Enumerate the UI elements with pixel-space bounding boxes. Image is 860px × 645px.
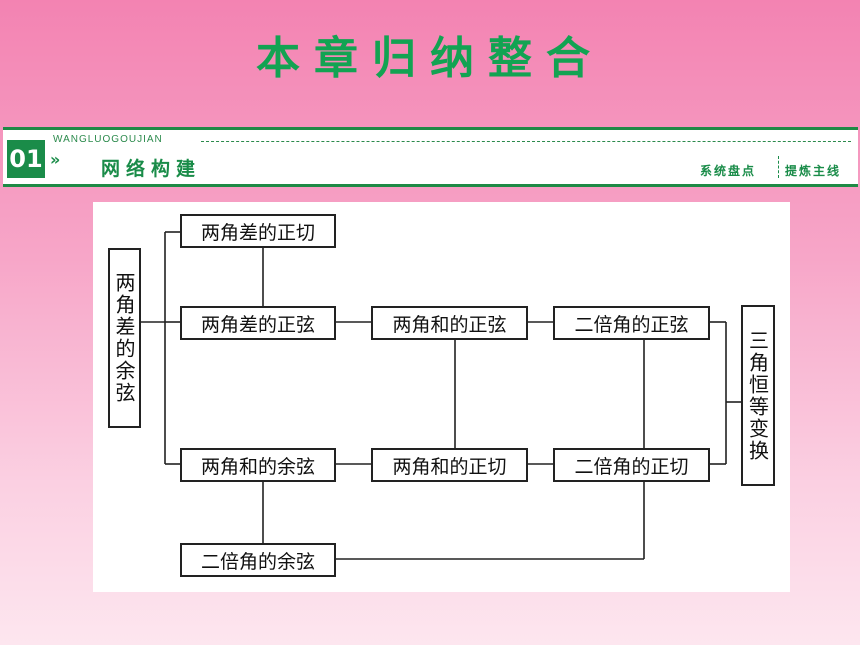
tag-separator (778, 156, 779, 178)
node-diff-tan: 两角差的正切 (180, 214, 336, 248)
node-sum-sin: 两角和的正弦 (371, 306, 528, 340)
tag-system-review: 系统盘点 (700, 164, 757, 178)
node-sum-cos: 两角和的余弦 (180, 448, 336, 482)
node-double-cos: 二倍角的余弦 (180, 543, 336, 577)
section-number: 01 (7, 140, 45, 178)
node-double-sin: 二倍角的正弦 (553, 306, 710, 340)
diagram-connectors (141, 231, 741, 560)
node-diff-sin: 两角差的正弦 (180, 306, 336, 340)
knowledge-diagram: 两角差的余弦 两角差的正切 两角差的正弦 两角和的正弦 二倍角的正弦 两角和的余… (93, 202, 790, 592)
node-identity: 三角恒等变换 (741, 305, 775, 486)
node-double-tan: 二倍角的正切 (553, 448, 710, 482)
node-diff-cos: 两角差的余弦 (108, 248, 141, 428)
node-sum-tan: 两角和的正切 (371, 448, 528, 482)
double-chevron-icon: » (50, 150, 61, 169)
page-title: 本章归纳整合 (256, 33, 604, 84)
section-banner: 01 WANGLUOGOUJIAN » 网络构建 系统盘点 提炼主线 (3, 127, 858, 187)
tag-main-line: 提炼主线 (785, 164, 842, 178)
section-pinyin: WANGLUOGOUJIAN (53, 134, 163, 145)
section-title: 网络构建 (101, 158, 202, 180)
banner-dashed-line (201, 141, 851, 142)
